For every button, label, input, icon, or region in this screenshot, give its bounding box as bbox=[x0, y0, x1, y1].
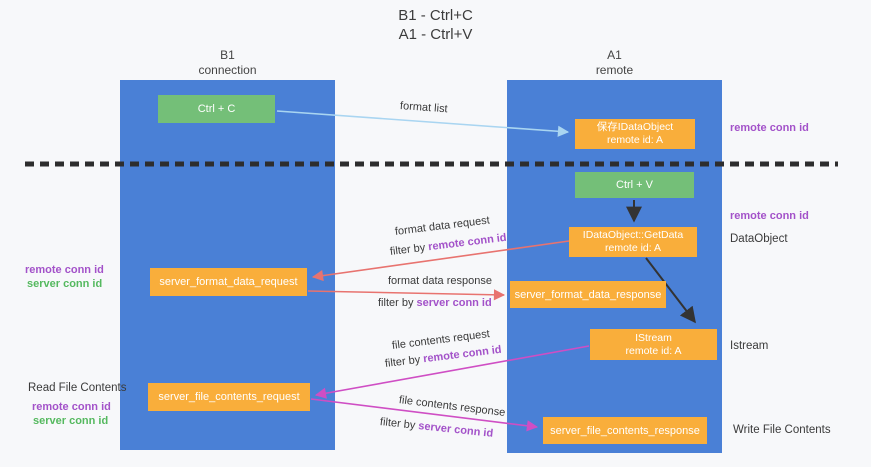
node-server-file-contents-response: server_file_contents_response bbox=[543, 417, 707, 444]
node-getdata-line2: remote id: A bbox=[604, 242, 662, 254]
node-ctrl-v-label: Ctrl + V bbox=[616, 179, 653, 191]
filter-key-format-response: server conn id bbox=[416, 297, 492, 309]
filter-prefix-file-response: filter by bbox=[379, 416, 419, 432]
lane-a1-name: A1 bbox=[607, 48, 622, 62]
node-istream-line2: remote id: A bbox=[625, 344, 682, 357]
annotation-left-remote-conn-id-bottom: remote conn id bbox=[32, 401, 111, 413]
edge-label-format-list: format list bbox=[399, 100, 448, 116]
annotation-remote-conn-id-mid: remote conn id bbox=[730, 210, 809, 222]
annotation-left-server-conn-id-bottom: server conn id bbox=[33, 415, 109, 427]
node-server-file-contents-request: server_file_contents_request bbox=[148, 383, 310, 411]
node-save-idataobject-line1: 保存IDataObject bbox=[596, 121, 674, 133]
node-server-format-data-request: server_format_data_request bbox=[150, 268, 307, 296]
filter-key-format-request: remote conn id bbox=[427, 231, 508, 254]
filter-prefix-format-request: filter by bbox=[389, 241, 429, 258]
lane-b1-role: connection bbox=[198, 63, 257, 77]
node-istream: IStream remote id: A bbox=[590, 329, 717, 360]
node-ctrl-c-label: Ctrl + C bbox=[197, 103, 236, 115]
annotation-remote-conn-id-top: remote conn id bbox=[730, 122, 809, 134]
diagram-title: B1 - Ctrl+C A1 - Ctrl+V bbox=[0, 6, 871, 44]
edge-label-filter-file-response: filter by server conn id bbox=[379, 416, 493, 440]
node-file-response-label: server_file_contents_response bbox=[550, 424, 700, 437]
node-save-idataobject: 保存IDataObject remote id: A bbox=[575, 119, 695, 149]
lane-b1-name: B1 bbox=[220, 48, 235, 62]
node-idataobject-getdata: IDataObject::GetData remote id: A bbox=[569, 227, 697, 257]
node-getdata-line1: IDataObject::GetData bbox=[582, 229, 684, 241]
annotation-left-remote-conn-id-top: remote conn id bbox=[25, 264, 104, 276]
edge-label-filter-format-response: filter by server conn id bbox=[378, 297, 492, 309]
lane-a1-role: remote bbox=[595, 63, 634, 77]
annotation-read-file-contents: Read File Contents bbox=[28, 382, 127, 394]
filter-key-file-response: server conn id bbox=[417, 420, 494, 440]
filter-key-file-request: remote conn id bbox=[422, 343, 503, 366]
title-line-1: B1 - Ctrl+C bbox=[398, 7, 473, 24]
filter-prefix-file-request: filter by bbox=[384, 353, 424, 370]
node-format-request-label: server_format_data_request bbox=[159, 276, 298, 288]
lane-header-b1: B1 connection bbox=[120, 48, 335, 78]
node-ctrl-v: Ctrl + V bbox=[575, 172, 694, 198]
annotation-istream: Istream bbox=[730, 340, 769, 352]
filter-prefix-format-response: filter by bbox=[378, 297, 417, 309]
node-file-request-label: server_file_contents_request bbox=[158, 391, 300, 403]
node-save-idataobject-line2: remote id: A bbox=[606, 134, 664, 146]
node-ctrl-c: Ctrl + C bbox=[158, 95, 275, 123]
annotation-write-file-contents: Write File Contents bbox=[733, 424, 831, 436]
annotation-dataobject: DataObject bbox=[730, 233, 788, 245]
edge-label-file-contents-response: file contents response bbox=[398, 394, 506, 419]
node-istream-line1: IStream bbox=[635, 331, 672, 344]
annotation-left-server-conn-id-top: server conn id bbox=[27, 278, 103, 290]
edge-label-format-data-response: format data response bbox=[388, 275, 492, 287]
format-data-response-arrow bbox=[307, 289, 506, 301]
node-format-response-label: server_format_data_response bbox=[514, 288, 662, 301]
lane-header-a1: A1 remote bbox=[507, 48, 722, 78]
node-server-format-data-response: server_format_data_response bbox=[510, 281, 666, 308]
title-line-2: A1 - Ctrl+V bbox=[398, 26, 473, 43]
